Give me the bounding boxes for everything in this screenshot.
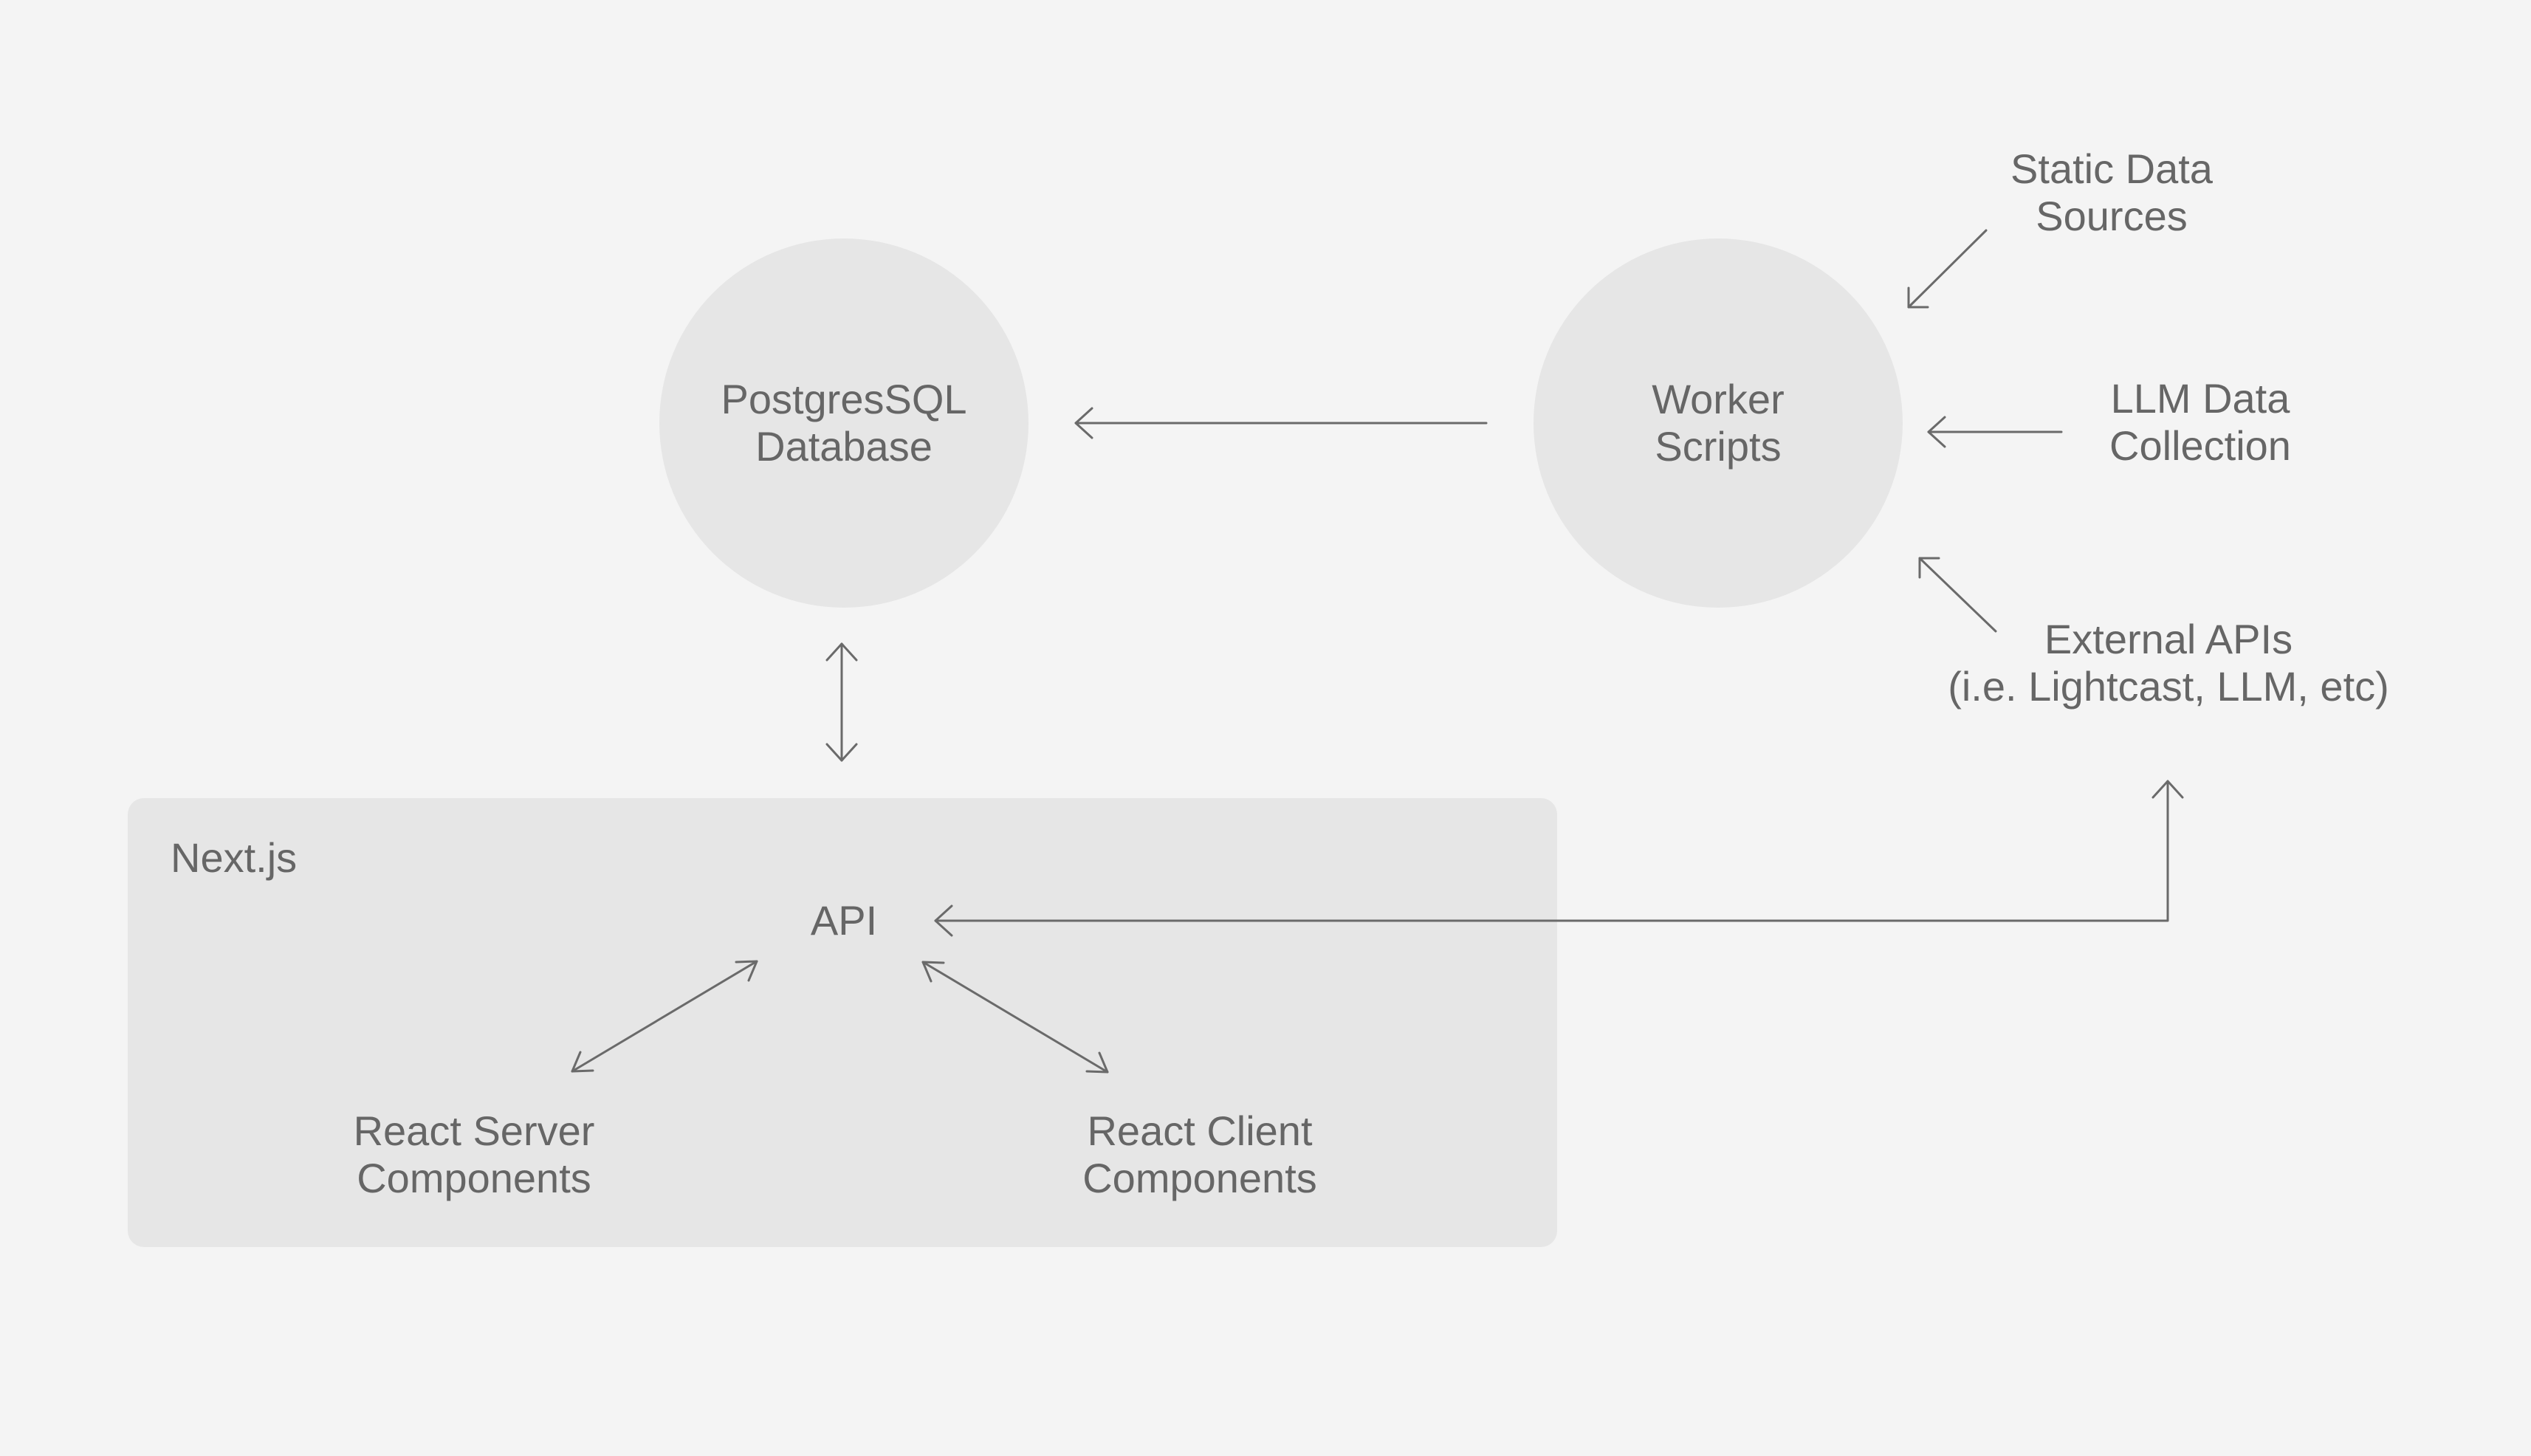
arrow-static-to-worker (1907, 229, 1988, 309)
nextjs-panel (128, 798, 1557, 1247)
arrow-external-api-elbow (934, 780, 2184, 937)
arrow-database-nextjs (825, 642, 858, 762)
arrow-worker-to-database (1074, 407, 1488, 439)
react-client-components-label: React Client Components (1082, 1108, 1317, 1201)
worker-scripts-label: Worker Scripts (1652, 376, 1785, 470)
arrow-api-client-components (921, 961, 1109, 1074)
database-label: PostgresSQL Database (721, 376, 967, 470)
nextjs-title: Next.js (171, 834, 298, 881)
arrow-external-to-worker (1918, 557, 1997, 633)
database-node (659, 238, 1028, 608)
llm-data-collection-label: LLM Data Collection (2109, 375, 2291, 469)
arrow-api-server-components (571, 960, 758, 1073)
api-label: API (810, 897, 878, 944)
external-apis-label: External APIs (i.e. Lightcast, LLM, etc) (1948, 616, 2389, 710)
worker-scripts-node (1534, 238, 1903, 608)
static-data-sources-label: Static Data Sources (2010, 145, 2213, 239)
react-server-components-label: React Server Components (353, 1108, 595, 1201)
arrow-llm-to-worker (1927, 416, 2063, 448)
